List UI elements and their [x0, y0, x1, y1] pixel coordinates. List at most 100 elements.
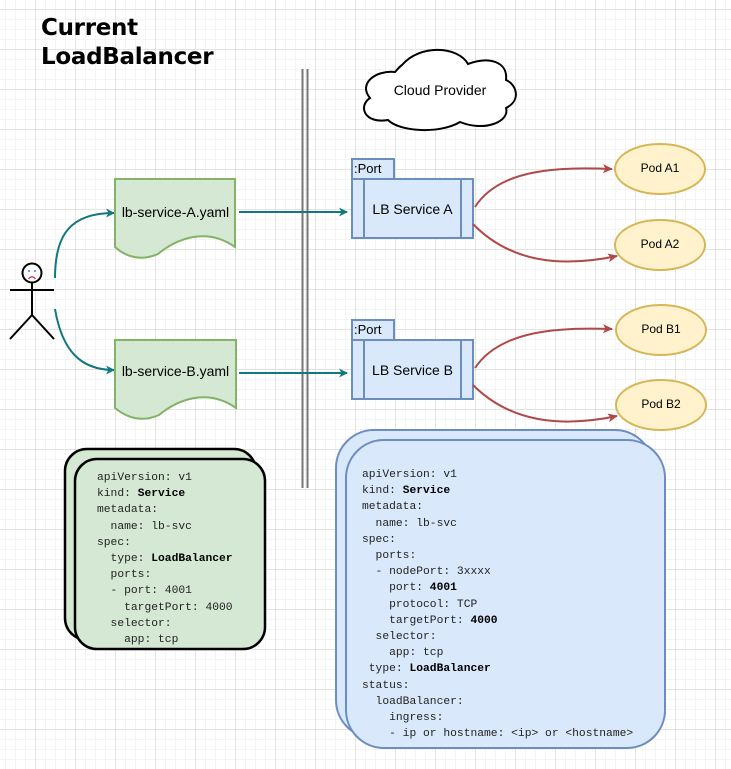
arrow-service-a-to-pod-a2	[472, 223, 618, 263]
code-text: app: tcp	[97, 634, 179, 647]
pod-b1-shape[interactable]	[615, 304, 707, 356]
title-line-2: LoadBalancer	[41, 44, 214, 70]
code-line: spec:	[362, 532, 633, 548]
code-line: loadBalancer:	[362, 694, 633, 710]
code-line: status:	[362, 678, 633, 694]
code-text: spec:	[97, 536, 131, 549]
code-text: ingress:	[362, 712, 444, 725]
code-text: selector:	[97, 617, 172, 630]
code-line: ports:	[362, 548, 633, 564]
arrow-service-a-to-pod-a1	[474, 164, 613, 208]
pod-b1-label: Pod B1	[641, 322, 681, 336]
code-text: metadata:	[362, 501, 424, 514]
code-keyword: Service	[402, 485, 451, 498]
actor-frown	[27, 276, 37, 280]
code-line: metadata:	[362, 499, 633, 515]
service-b-label: LB Service B	[372, 362, 453, 378]
code-keyword: 4000	[470, 614, 498, 627]
code-text: - ip or hostname: <ip> or <hostname>	[362, 728, 634, 741]
pod-a2-shape[interactable]	[614, 219, 706, 271]
status-card-front[interactable]	[345, 439, 666, 749]
code-line: port: 4001	[362, 580, 633, 596]
code-text: port:	[362, 582, 430, 595]
code-text: status:	[362, 679, 410, 692]
service-b-port-label: :Port	[354, 322, 382, 337]
code-line: - port: 4001	[97, 583, 233, 599]
code-text: loadBalancer:	[362, 695, 464, 708]
code-text: type:	[97, 553, 152, 566]
code-text: kind:	[362, 485, 403, 498]
code-keyword: Service	[137, 488, 186, 501]
code-text: targetPort:	[362, 614, 471, 627]
code-text: apiVersion: v1	[362, 469, 457, 481]
yaml-doc-b-label: lb-service-B.yaml	[121, 363, 230, 379]
code-line: type: LoadBalancer	[362, 661, 633, 677]
code-line: apiVersion: v1	[97, 470, 233, 486]
arrow-service-b-to-pod-b2	[472, 384, 618, 423]
code-text: apiVersion: v1	[97, 472, 192, 484]
code-line: - ip or hostname: <ip> or <hostname>	[362, 726, 633, 742]
code-text: - port: 4001	[97, 585, 192, 598]
code-text: metadata:	[97, 504, 159, 517]
code-keyword: LoadBalancer	[409, 663, 491, 676]
code-line: selector:	[97, 616, 233, 632]
code-line: kind: Service	[362, 483, 633, 499]
spec-card-front[interactable]	[73, 457, 267, 651]
code-text: app: tcp	[362, 647, 444, 660]
pod-b2-label: Pod B2	[641, 397, 681, 411]
code-text: spec:	[362, 533, 396, 546]
code-line: protocol: TCP	[362, 597, 633, 613]
pod-b2-shape[interactable]	[615, 379, 707, 431]
lb-service-b-shape[interactable]	[351, 319, 474, 400]
pod-a1-shape[interactable]	[614, 143, 706, 195]
code-line: targetPort: 4000	[362, 613, 633, 629]
code-text: targetPort: 4000	[97, 601, 233, 614]
code-text: type:	[362, 663, 410, 676]
code-text: protocol: TCP	[362, 598, 478, 611]
service-a-port-label: :Port	[354, 161, 382, 176]
code-line: app: tcp	[362, 645, 633, 661]
code-line: metadata:	[97, 502, 233, 518]
code-line: ingress:	[362, 710, 633, 726]
title-line-1: Current	[41, 15, 138, 41]
code-keyword: 4001	[429, 582, 457, 595]
code-line: - nodePort: 3xxxx	[362, 564, 633, 580]
code-keyword: LoadBalancer	[151, 553, 233, 566]
actor-eye-right	[34, 270, 36, 272]
pod-a2-label: Pod A2	[640, 237, 680, 251]
code-text: - nodePort: 3xxxx	[362, 566, 491, 579]
spec-yaml-code: apiVersion: v1 kind: Service metadata: nam…	[97, 470, 233, 648]
code-text: kind:	[97, 488, 138, 501]
code-text: selector:	[362, 631, 437, 644]
code-line: targetPort: 4000	[97, 600, 233, 616]
code-line: apiVersion: v1	[362, 467, 633, 483]
actor-user[interactable]	[9, 262, 55, 340]
code-text: name: lb-svc	[97, 520, 192, 533]
code-line: type: LoadBalancer	[97, 551, 233, 567]
code-line: name: lb-svc	[362, 516, 633, 532]
code-line: spec:	[97, 535, 233, 551]
code-text: ports:	[362, 550, 417, 563]
code-line: selector:	[362, 629, 633, 645]
cloud-label: Cloud Provider	[393, 82, 487, 98]
cloud-shape[interactable]	[363, 48, 517, 132]
page-title: Current LoadBalancer	[41, 14, 214, 72]
arrow-service-b-to-pod-b1	[474, 324, 613, 369]
arrow-actor-to-yaml-a	[54, 208, 115, 279]
code-line: name: lb-svc	[97, 519, 233, 535]
actor-head	[21, 262, 43, 284]
code-text: ports:	[97, 569, 152, 582]
yaml-doc-a-shape[interactable]	[114, 178, 236, 259]
lb-service-a-shape[interactable]	[351, 158, 474, 239]
status-yaml-code: apiVersion: v1 kind: Service metadata: nam…	[362, 467, 633, 742]
code-line: ports:	[97, 567, 233, 583]
service-a-label: LB Service A	[372, 201, 453, 217]
code-text: name: lb-svc	[362, 517, 457, 530]
network-boundary-divider	[301, 69, 309, 488]
yaml-doc-a-label: lb-service-A.yaml	[121, 204, 230, 220]
yaml-doc-b-shape[interactable]	[114, 339, 237, 420]
pod-a1-label: Pod A1	[640, 161, 680, 175]
code-line: kind: Service	[97, 486, 233, 502]
actor-eye-left	[28, 270, 30, 272]
